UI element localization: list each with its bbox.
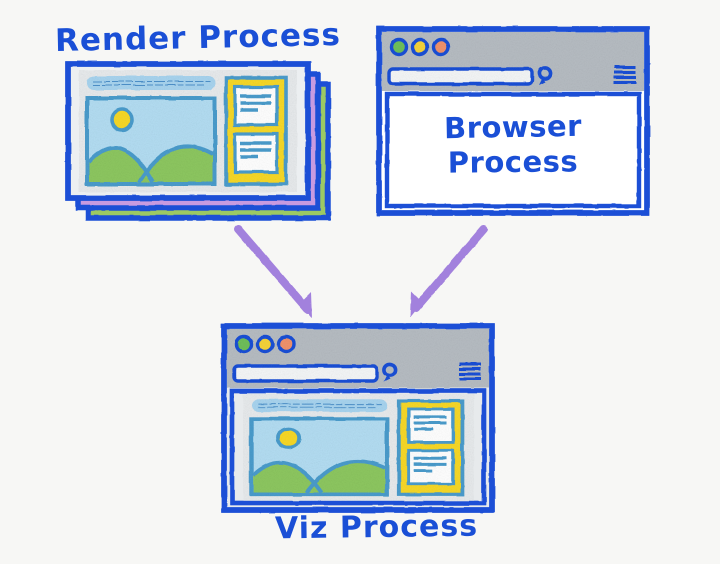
render-window-front[interactable] <box>65 61 311 201</box>
render-process-window-stack[interactable] <box>65 61 331 221</box>
browser-process-text-line1: Browser <box>443 108 583 146</box>
arrow-render-to-viz <box>234 225 312 318</box>
arrow-browser-to-viz <box>410 225 488 317</box>
browser-process-text-line2: Process <box>447 144 579 181</box>
browser-process-text: Browser Process <box>387 108 639 181</box>
viz-process-window[interactable] <box>221 323 495 513</box>
browser-process-viewport: Browser Process <box>387 94 639 206</box>
browser-process-window[interactable] <box>376 26 650 216</box>
